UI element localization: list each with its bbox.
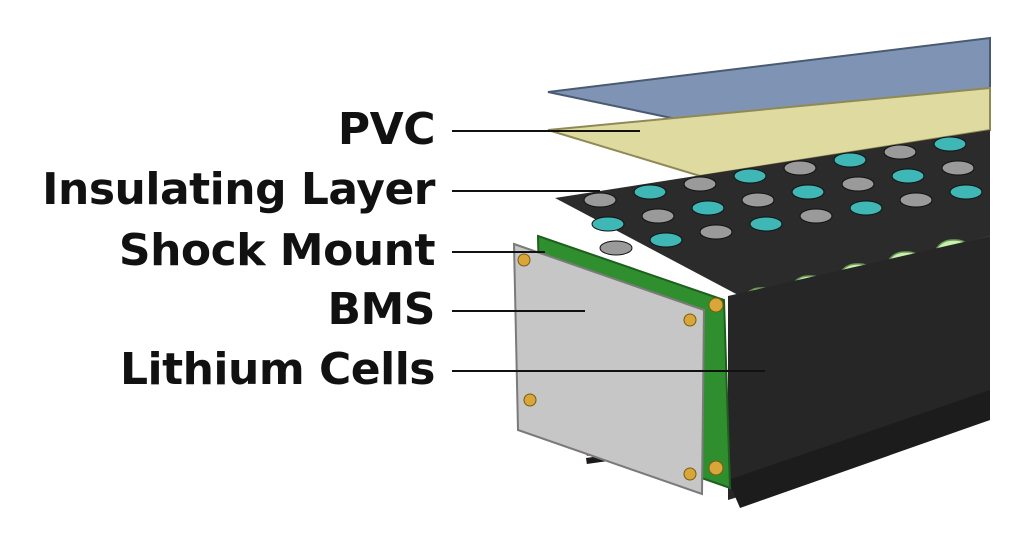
cell-ring bbox=[583, 192, 617, 208]
cell-ring bbox=[683, 176, 717, 192]
cell-ring bbox=[799, 208, 833, 224]
cell-ring bbox=[641, 208, 675, 224]
cell-ring bbox=[899, 192, 933, 208]
screw-icon bbox=[517, 253, 531, 267]
cell-ring bbox=[649, 232, 683, 248]
standoff-icon bbox=[708, 297, 724, 313]
cell-ring-grid bbox=[583, 136, 983, 256]
cell-ring bbox=[949, 184, 983, 200]
label-lithium-cells: Lithium Cells bbox=[119, 344, 436, 395]
cell-ring bbox=[783, 160, 817, 176]
cell-ring bbox=[891, 168, 925, 184]
label-bms: BMS bbox=[327, 284, 435, 335]
label-insulating-layer: Insulating Layer bbox=[42, 164, 435, 215]
standoff-icon bbox=[708, 460, 724, 476]
screw-icon bbox=[683, 467, 697, 481]
cell-ring bbox=[749, 216, 783, 232]
cell-ring bbox=[591, 216, 625, 232]
cell-ring bbox=[941, 160, 975, 176]
cell-ring bbox=[791, 184, 825, 200]
cell-ring bbox=[633, 184, 667, 200]
cell-ring bbox=[841, 176, 875, 192]
label-shock-mount: Shock Mount bbox=[118, 225, 436, 276]
cell-ring bbox=[691, 200, 725, 216]
cell-ring bbox=[849, 200, 883, 216]
cell-ring bbox=[833, 152, 867, 168]
screw-icon bbox=[523, 393, 537, 407]
screw-icon bbox=[683, 313, 697, 327]
label-pvc: PVC bbox=[337, 104, 436, 155]
cell-ring bbox=[883, 144, 917, 160]
cell-ring bbox=[699, 224, 733, 240]
cell-ring bbox=[733, 168, 767, 184]
bms-board bbox=[512, 242, 706, 496]
cell-ring bbox=[933, 136, 967, 152]
shock-mount-top bbox=[555, 130, 990, 296]
cell-ring bbox=[741, 192, 775, 208]
cell-ring bbox=[599, 240, 633, 256]
shock-mount-bottom bbox=[728, 390, 990, 508]
